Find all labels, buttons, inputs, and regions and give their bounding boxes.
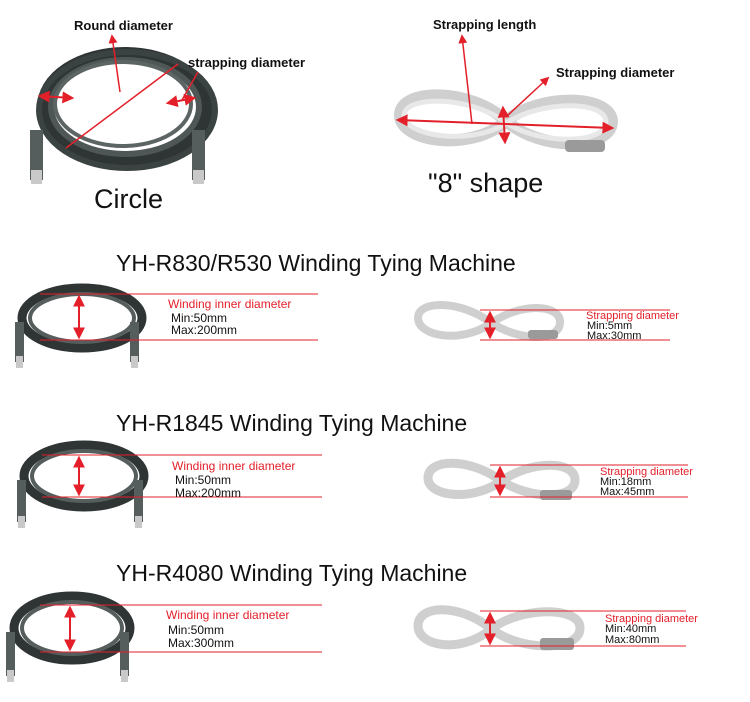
section2-title: YH-R1845 Winding Tying Machine <box>116 410 468 436</box>
circle-caption: Circle <box>94 184 164 214</box>
section1-title: YH-R830/R530 Winding Tying Machine <box>116 250 516 276</box>
section3-strapping-min: Min:40mm <box>605 623 657 635</box>
eight-annotation-lines <box>395 34 615 145</box>
section2-strapping-min: Min:18mm <box>600 476 652 488</box>
section2-strapping-max: Max:45mm <box>600 486 655 498</box>
round-diameter-label: Round diameter <box>74 18 173 33</box>
circle-annotation-lines <box>37 34 199 149</box>
section3-strapping-max: Max:80mm <box>605 634 660 646</box>
section2-dark-coil-image <box>17 440 149 528</box>
section3-right-measure-lines <box>480 610 686 647</box>
eight-shape-caption: "8" shape <box>428 168 544 198</box>
section2-left-measure-lines <box>42 454 322 498</box>
section1-winding-max: Max:200mm <box>171 323 238 337</box>
strapping-diameter-label-circle: strapping diameter <box>188 55 306 70</box>
section2-winding-label: Winding inner diameter <box>172 459 296 473</box>
section3-strapping-label: Strapping diameter <box>605 613 698 625</box>
section3-winding-min: Min:50mm <box>168 623 225 637</box>
section3-winding-max: Max:300mm <box>168 636 235 650</box>
section1-winding-label: Winding inner diameter <box>168 297 292 311</box>
section3-white-coil-image <box>413 605 585 651</box>
section2-winding-min: Min:50mm <box>175 473 232 487</box>
section1-winding-min: Min:50mm <box>171 311 228 325</box>
section2-winding-max: Max:200mm <box>175 486 242 500</box>
section2-strapping-label: Strapping diameter <box>600 466 693 478</box>
circle-coil-image <box>30 47 218 184</box>
section1-white-coil-image <box>413 301 565 341</box>
section1-strapping-label: Strapping diameter <box>586 310 679 322</box>
section3-title: YH-R4080 Winding Tying Machine <box>116 560 468 586</box>
section3-winding-label: Winding inner diameter <box>166 608 290 622</box>
section1-right-measure-lines <box>480 309 670 341</box>
section3-dark-coil-image <box>6 591 135 682</box>
section1-strapping-min: Min:5mm <box>587 320 633 332</box>
section1-left-measure-lines <box>40 293 318 341</box>
section2-right-measure-lines <box>490 464 688 498</box>
section3-left-measure-lines <box>40 604 322 653</box>
section2-white-coil-image <box>423 458 580 500</box>
section1-strapping-max: Max:30mm <box>587 330 642 342</box>
strapping-diameter-label-eight: Strapping diameter <box>556 65 675 80</box>
strapping-length-label: Strapping length <box>433 17 537 32</box>
